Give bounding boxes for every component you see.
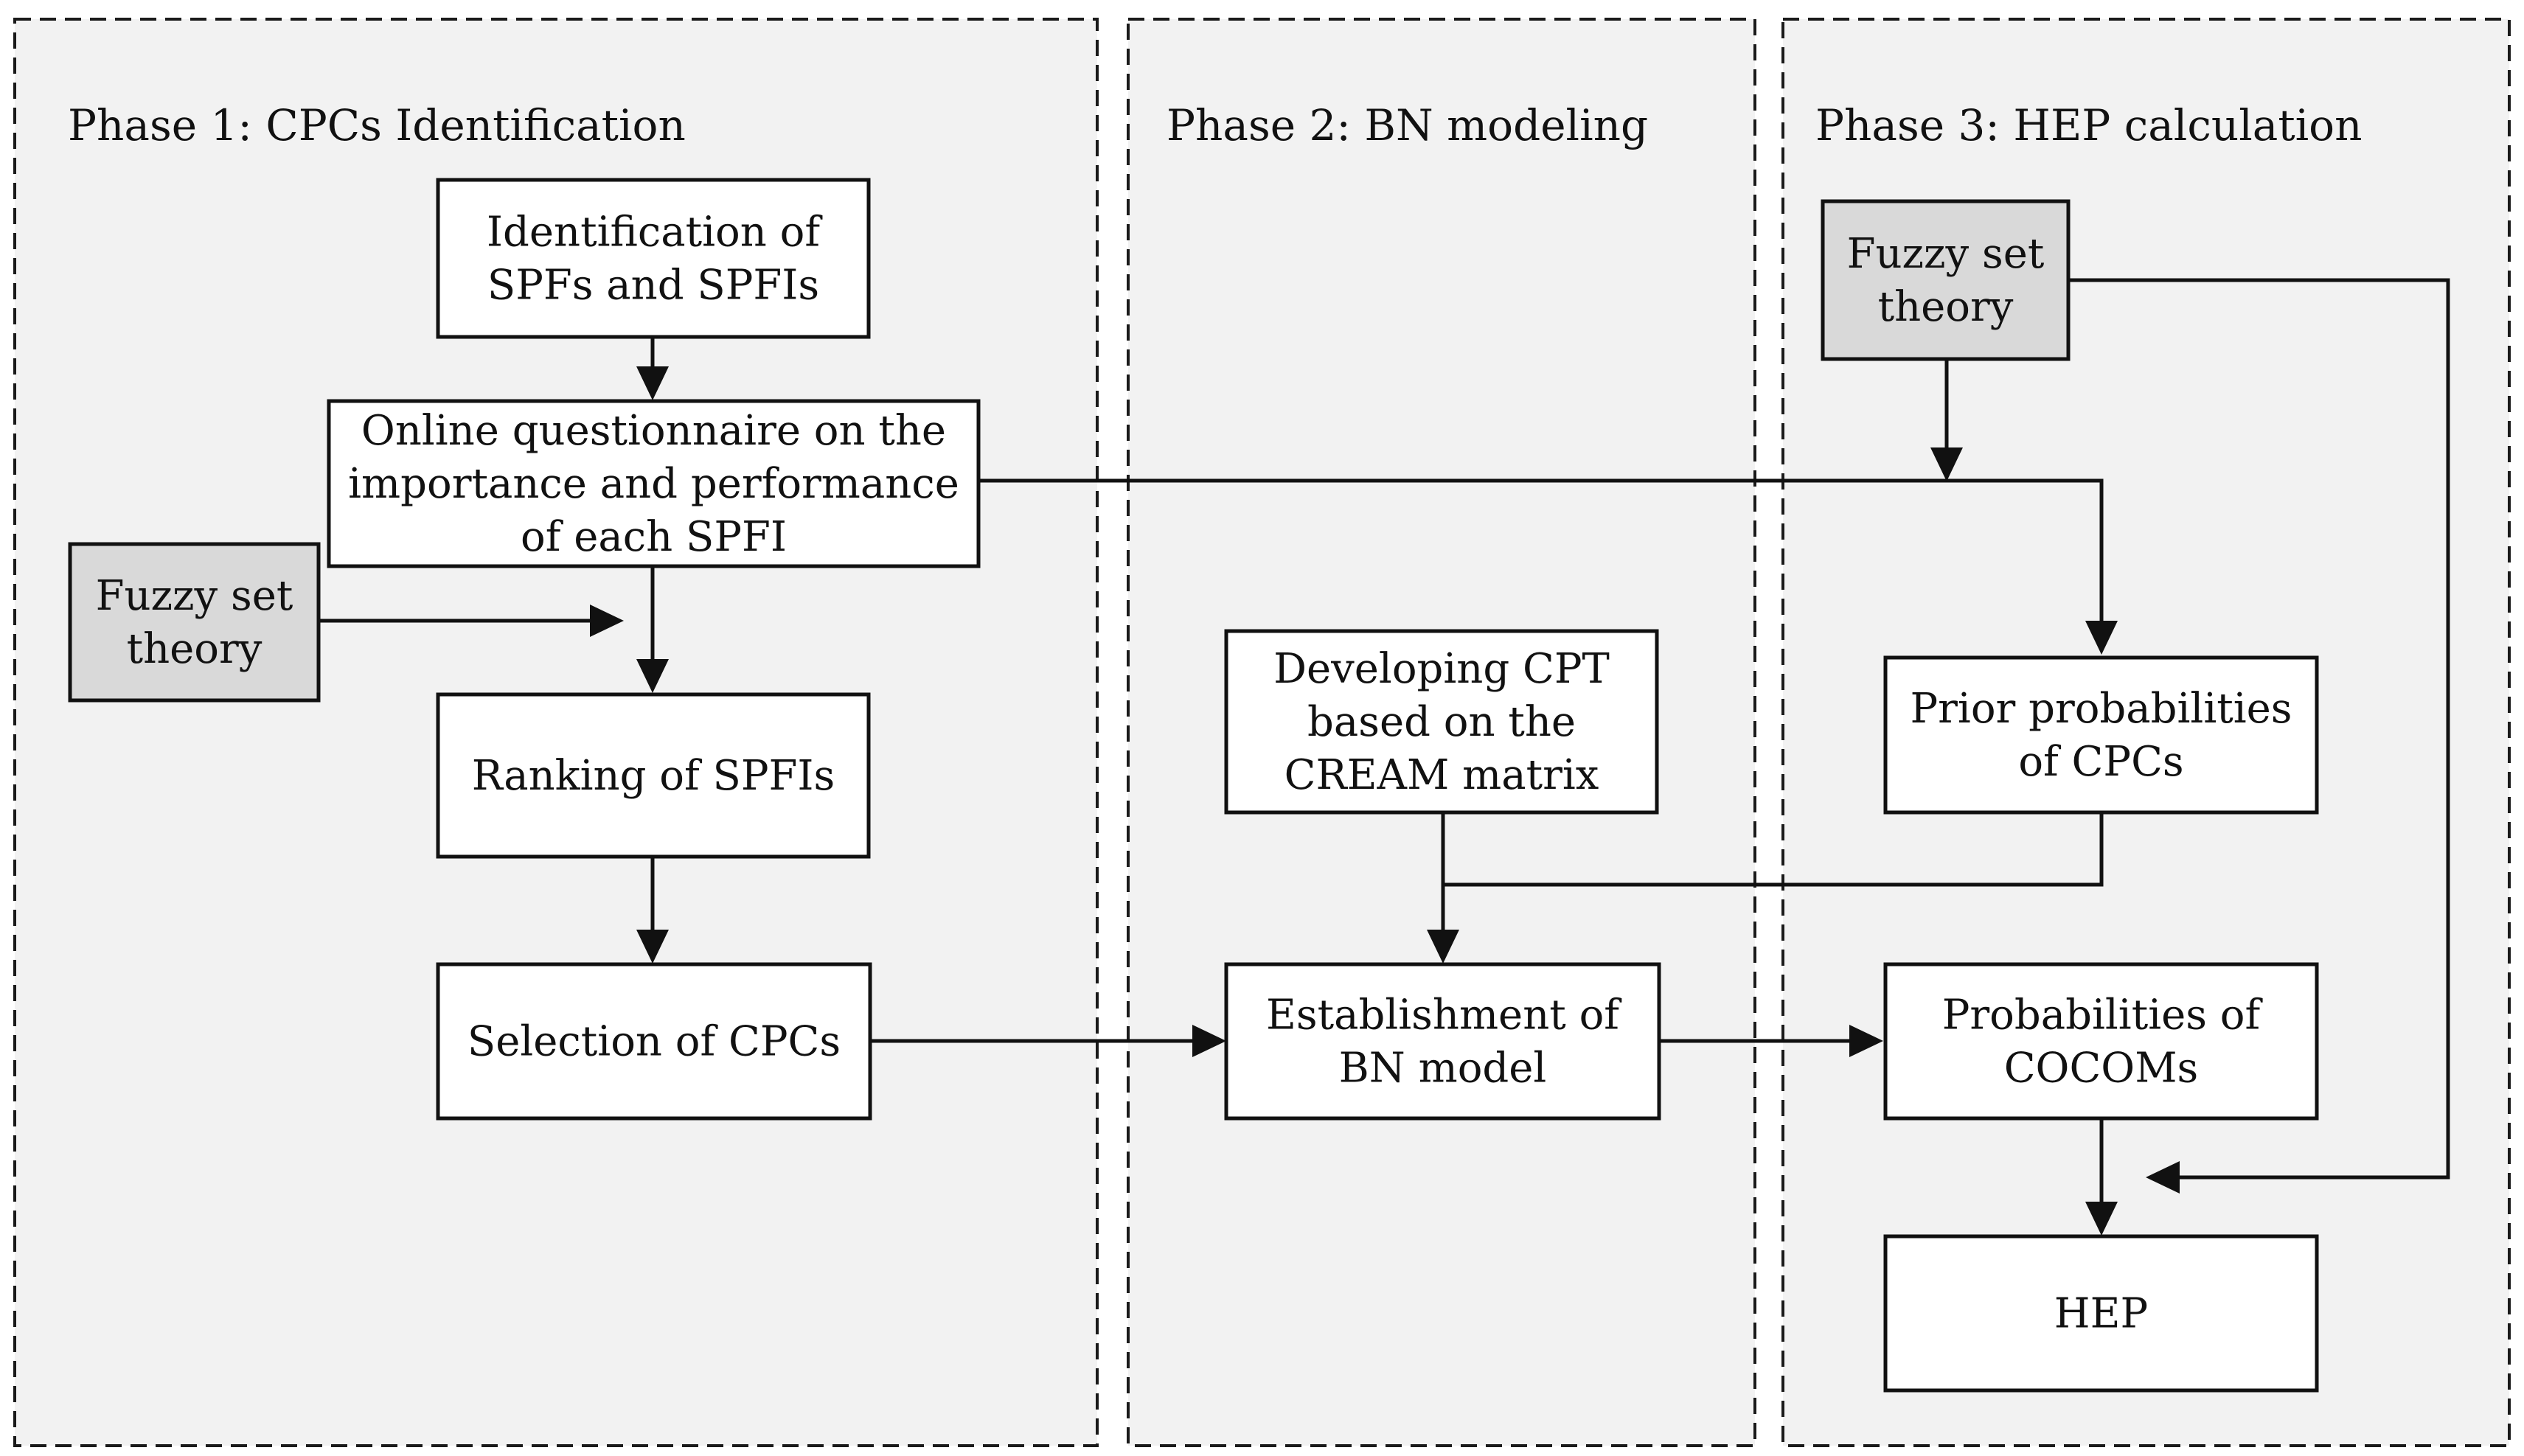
- node-identification-line-1: Identification of: [487, 209, 823, 257]
- edge-fuzzy3-hep: [2068, 278, 2450, 1180]
- node-cocoms-box: [1883, 962, 2319, 1121]
- node-prior-line-2: of CPCs: [2018, 738, 2183, 786]
- node-developing-cpt-line-1: Developing CPT: [1273, 645, 1610, 693]
- node-developing-cpt-line-2: based on the: [1307, 698, 1576, 746]
- node-questionnaire-line-3: of each SPFI: [521, 513, 787, 561]
- node-hep-line-1: HEP: [2054, 1290, 2148, 1338]
- node-establishment: Establishment of BN model: [1224, 962, 1661, 1121]
- node-questionnaire-line-2: importance and performance: [348, 460, 959, 508]
- phase-3-title: Phase 3: HEP calculation: [1815, 100, 2362, 150]
- phase-1-title: Phase 1: CPCs Identification: [68, 100, 686, 150]
- node-hep: HEP: [1883, 1234, 2319, 1393]
- node-hep-box: [1883, 1234, 2319, 1393]
- node-identification-box: [436, 178, 871, 339]
- node-cocoms-line-2: COCOMs: [2004, 1045, 2199, 1093]
- arrowhead-fuzzy3-down: [1930, 447, 1963, 481]
- arrowhead-hep-right: [2146, 1161, 2180, 1194]
- node-identification: Identification of SPFs and SPFIs: [436, 178, 871, 339]
- node-fuzzy-1-line-2: theory: [127, 625, 263, 673]
- node-fuzzy-3-box: [1821, 199, 2071, 361]
- node-selection-box: [436, 962, 872, 1121]
- edge-prior-establishment: [1443, 812, 2104, 887]
- node-ranking-box: [436, 692, 871, 859]
- node-questionnaire: Online questionnaire on the importance an…: [327, 399, 981, 568]
- node-selection: Selection of CPCs: [436, 962, 872, 1121]
- node-fuzzy-1-box: [68, 542, 321, 703]
- node-developing-cpt-box: [1224, 629, 1659, 815]
- node-fuzzy-1: Fuzzy set theory: [68, 542, 321, 703]
- arrowhead-cocoms-left: [1849, 1025, 1883, 1057]
- node-establishment-box: [1224, 962, 1661, 1121]
- node-identification-line-2: SPFs and SPFIs: [487, 262, 819, 310]
- arrowhead-questionnaire-top: [636, 366, 669, 400]
- arrowhead-ranking-top: [636, 659, 669, 693]
- connectors: [319, 278, 2450, 1236]
- arrowhead-establishment-top: [1427, 930, 1459, 964]
- node-cocoms-line-1: Probabilities of: [1942, 992, 2264, 1039]
- node-fuzzy-3-line-2: theory: [1878, 283, 2014, 331]
- arrowhead-hep-top: [2085, 1202, 2118, 1236]
- node-prior-box: [1883, 655, 2319, 815]
- node-selection-line-1: Selection of CPCs: [467, 1018, 841, 1066]
- node-fuzzy-1-line-1: Fuzzy set: [96, 572, 293, 620]
- phase-2-title: Phase 2: BN modeling: [1167, 100, 1648, 150]
- node-ranking-line-1: Ranking of SPFIs: [472, 752, 835, 800]
- arrowhead-selection-top: [636, 930, 669, 964]
- node-establishment-line-2: BN model: [1339, 1045, 1547, 1093]
- node-fuzzy-3-line-1: Fuzzy set: [1847, 230, 2045, 278]
- node-questionnaire-box: [327, 399, 981, 568]
- arrowhead-fuzzy1: [590, 605, 624, 637]
- node-prior-line-1: Prior probabilities: [1910, 685, 2292, 733]
- node-developing-cpt-line-3: CREAM matrix: [1284, 751, 1599, 799]
- node-prior: Prior probabilities of CPCs: [1883, 655, 2319, 815]
- arrowhead-prior-top: [2085, 621, 2118, 655]
- node-fuzzy-3: Fuzzy set theory: [1821, 199, 2071, 361]
- node-ranking: Ranking of SPFIs: [436, 692, 871, 859]
- node-questionnaire-line-1: Online questionnaire on the: [361, 407, 946, 455]
- node-cocoms: Probabilities of COCOMs: [1883, 962, 2319, 1121]
- node-establishment-line-1: Establishment of: [1266, 992, 1622, 1039]
- arrowhead-establishment-left: [1192, 1025, 1226, 1057]
- edge-questionnaire-prior: [978, 478, 2104, 621]
